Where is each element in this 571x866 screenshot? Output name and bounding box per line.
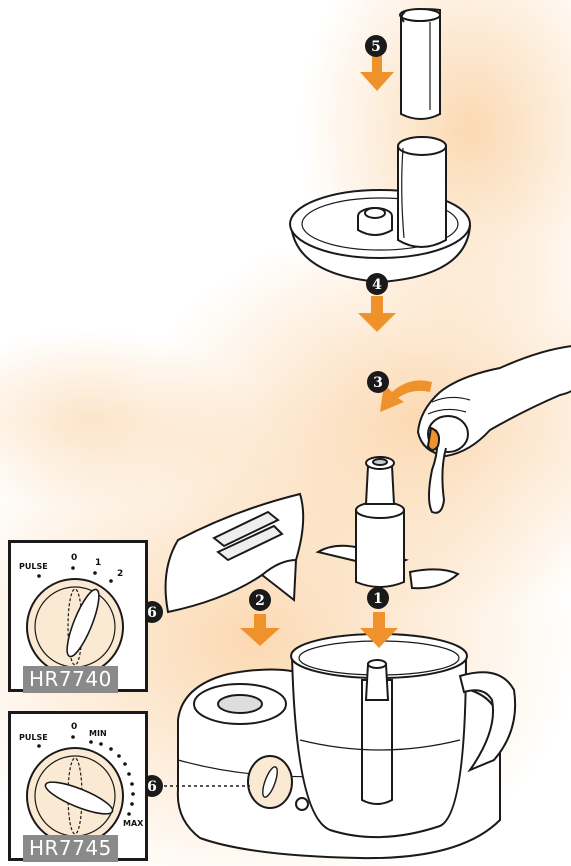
svg-text:PULSE: PULSE <box>19 733 48 742</box>
svg-text:4: 4 <box>372 277 382 293</box>
step-badge-1: 1 <box>367 587 389 609</box>
svg-text:1: 1 <box>95 558 101 568</box>
svg-text:2: 2 <box>255 593 265 609</box>
svg-text:2: 2 <box>117 569 123 579</box>
svg-text:MIN: MIN <box>89 729 107 738</box>
svg-text:6: 6 <box>147 779 157 795</box>
svg-text:6: 6 <box>147 605 157 621</box>
svg-text:0: 0 <box>71 553 77 563</box>
svg-text:0: 0 <box>71 722 77 732</box>
model-label-hr7745: HR7745 <box>23 835 118 862</box>
svg-text:5: 5 <box>371 39 381 55</box>
step-badge-4: 4 <box>366 273 388 295</box>
svg-text:1: 1 <box>373 591 383 607</box>
svg-text:PULSE: PULSE <box>19 562 48 571</box>
dial-panel-hr7740: PULSE 0 1 2 HR7740 <box>8 540 148 692</box>
dial-panel-hr7745: PULSE 0 MIN MAX HR7745 <box>8 711 148 861</box>
step-badge-2: 2 <box>249 589 271 611</box>
food-pusher <box>400 9 440 119</box>
svg-text:3: 3 <box>373 375 383 391</box>
step-badge-5: 5 <box>365 35 387 57</box>
svg-text:MAX: MAX <box>123 819 144 828</box>
model-label-hr7740: HR7740 <box>23 666 118 693</box>
step-badge-3: 3 <box>367 371 389 393</box>
